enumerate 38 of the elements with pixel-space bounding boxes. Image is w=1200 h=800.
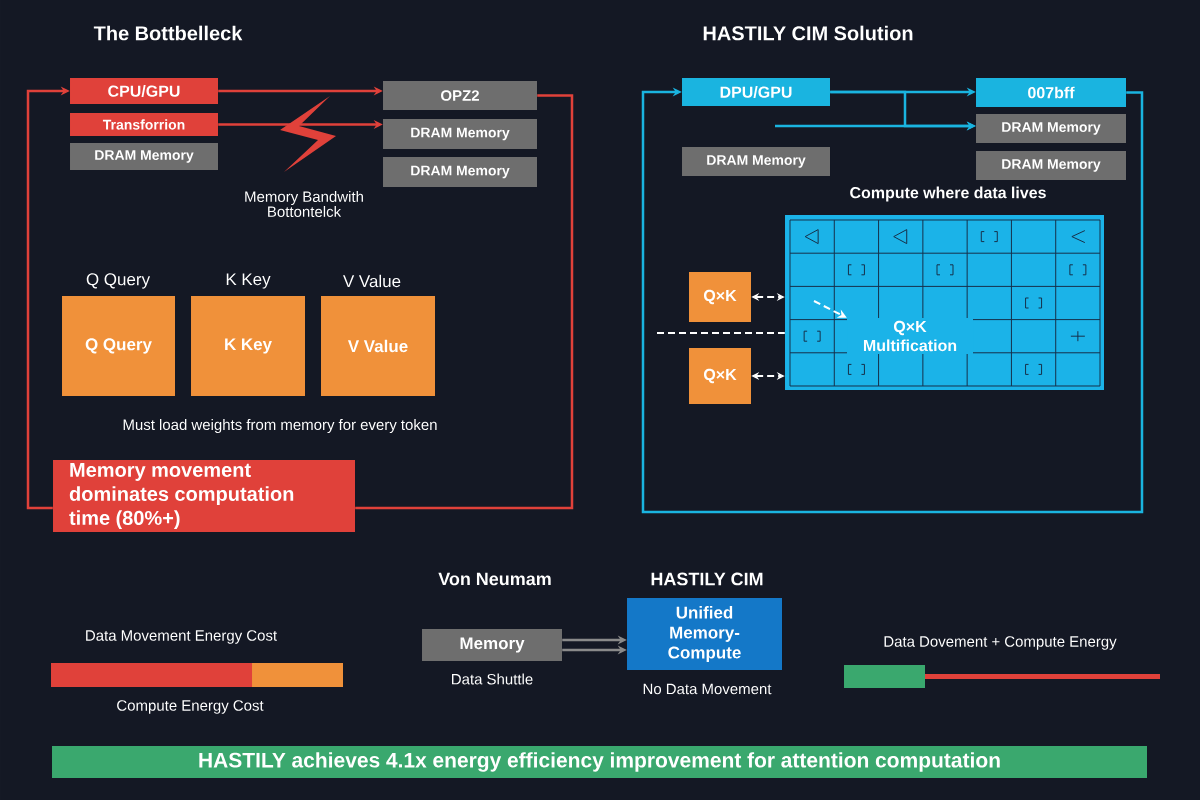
memory-box: Memory <box>422 629 562 661</box>
grid-caption: Q×K Multification <box>847 318 973 354</box>
text-label: Data Movement Energy Cost <box>86 630 277 644</box>
compute-box: Unified Memory-Compute <box>627 598 782 670</box>
column-heading: Von Neumam <box>438 572 551 586</box>
section-title: HASTILY CIM Solution <box>703 25 913 41</box>
matrix-box: Q×K <box>689 272 751 322</box>
arrow <box>813 300 847 318</box>
memory-box: DRAM Memory <box>383 119 537 149</box>
arrow <box>641 87 1144 514</box>
memory-box: DRAM Memory <box>682 147 830 176</box>
memory-box: DRAM Memory <box>383 157 537 187</box>
section-title: The Bottbelleck <box>93 25 243 41</box>
text-label: Compute Energy Cost <box>117 700 264 714</box>
text-label: Data Dovement + Compute Energy <box>884 636 1117 650</box>
memory-box: OPZ2 <box>383 81 537 110</box>
column-heading: HASTILY CIM <box>651 572 763 586</box>
processor-box: DPU/GPU <box>682 78 830 106</box>
matrix-box: Q×K <box>689 348 751 404</box>
matrix-box: V Value <box>321 296 435 396</box>
text-label: Compute where data lives <box>850 186 1046 202</box>
callout-box: Memory movement dominates computation time (80%+) <box>53 460 355 532</box>
processor-box: 007bff <box>976 78 1126 107</box>
column-heading: Q Query <box>86 273 151 289</box>
text-label: Must load weights from memory for every token <box>123 419 437 433</box>
memory-box: DRAM Memory <box>976 114 1126 143</box>
column-heading: K Key <box>226 273 271 289</box>
processor-box: Transforrion <box>70 113 218 136</box>
processor-box: CPU/GPU <box>70 78 218 104</box>
matrix-box: K Key <box>191 296 305 396</box>
result-banner: HASTILY achieves 4.1x energy efficiency improvement for attention computation <box>52 746 1147 778</box>
matrix-box: Q Query <box>62 296 175 396</box>
box-caption: Data Shuttle <box>452 673 533 685</box>
box-caption: No Data Movement <box>643 683 772 695</box>
memory-box: DRAM Memory <box>70 143 218 170</box>
text-label: Memory Bandwith Bottontelck <box>245 191 363 217</box>
column-heading: V Value <box>343 274 401 288</box>
memory-box: DRAM Memory <box>976 151 1126 180</box>
